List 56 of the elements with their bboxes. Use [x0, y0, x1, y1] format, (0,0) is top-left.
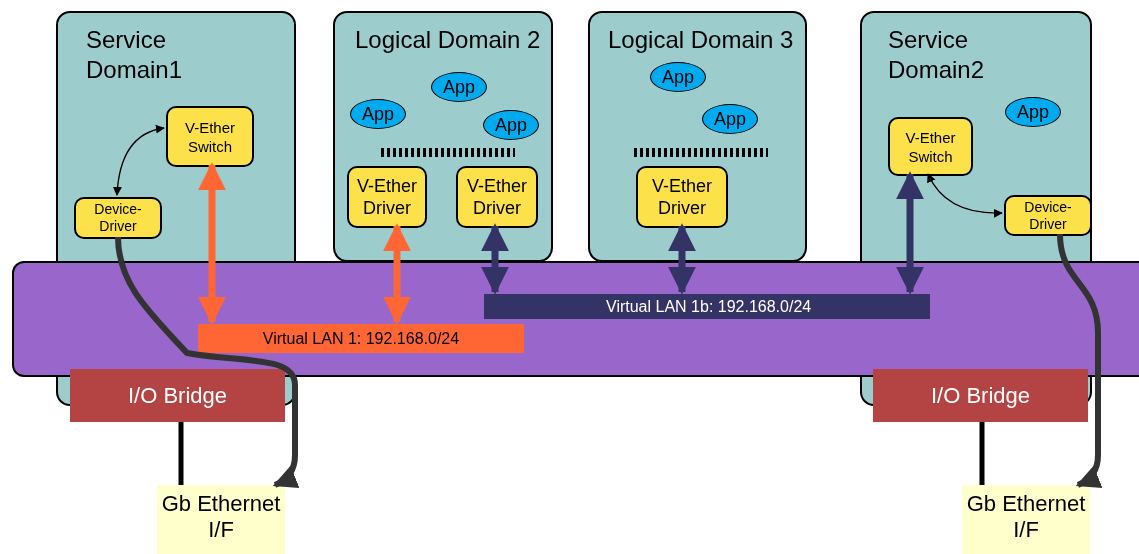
app-label: App — [714, 110, 746, 128]
app-ellipse — [483, 110, 539, 140]
driver-box — [1004, 195, 1092, 236]
arrow — [896, 171, 924, 295]
domain-title: Logical Domain 3 — [608, 25, 795, 55]
app-ellipse — [650, 62, 706, 92]
driver-label: V-Ether Driver — [356, 175, 418, 219]
app-ellipse — [1005, 97, 1061, 127]
driver-box — [636, 166, 728, 228]
hypervisor-band — [12, 261, 1139, 377]
bridge-box — [70, 369, 285, 422]
connector-line — [979, 422, 985, 485]
switch-box — [166, 106, 254, 167]
arrow — [668, 223, 696, 295]
app-ellipse — [431, 72, 487, 102]
vlan-bar — [198, 324, 524, 353]
driver-box — [347, 166, 427, 228]
interface-label: Gb Ethernet I/F — [160, 491, 282, 543]
arrow — [1057, 233, 1103, 488]
driver-label: V-Ether Driver — [651, 175, 713, 219]
domain-box — [588, 11, 807, 262]
interface-box — [157, 485, 285, 554]
vlan-bar — [484, 294, 930, 319]
domain-box — [333, 11, 553, 262]
app-label: App — [662, 68, 694, 86]
app-label: App — [1017, 103, 1049, 121]
switch-label: V-Ether Switch — [184, 117, 236, 156]
driver-box — [456, 166, 538, 228]
switch-box — [888, 117, 973, 176]
app-label: App — [362, 105, 394, 123]
driver-label: V-Ether Driver — [466, 175, 528, 219]
app-label: App — [495, 116, 527, 134]
app-ellipse — [350, 99, 406, 129]
bridge-box — [873, 369, 1088, 422]
switch-label: V-Ether Switch — [904, 127, 957, 166]
connector-line — [178, 422, 184, 485]
arrow — [383, 223, 411, 325]
bridge-label: I/O Bridge — [127, 384, 227, 407]
arrow — [198, 162, 226, 325]
domain-title: Service Domain1 — [86, 25, 184, 85]
domain-title: Logical Domain 2 — [355, 25, 542, 55]
driver-label: Device-Driver — [93, 201, 143, 235]
driver-box — [74, 197, 162, 239]
vlan-label: Virtual LAN 1b: 192.168.0/24 — [606, 298, 812, 315]
arrow — [927, 173, 1003, 218]
domain-title: Service Domain2 — [888, 25, 986, 85]
app-label: App — [443, 78, 475, 96]
bridge-label: I/O Bridge — [930, 384, 1030, 407]
app-ellipse — [702, 104, 758, 134]
vlan-label: Virtual LAN 1: 192.168.0/24 — [262, 330, 460, 347]
arrow — [113, 125, 165, 196]
driver-label: Device-Driver — [1023, 198, 1073, 233]
interface-label: Gb Ethernet I/F — [965, 491, 1087, 543]
interface-box — [962, 485, 1090, 554]
arrow — [481, 223, 509, 295]
arrow — [115, 236, 300, 488]
